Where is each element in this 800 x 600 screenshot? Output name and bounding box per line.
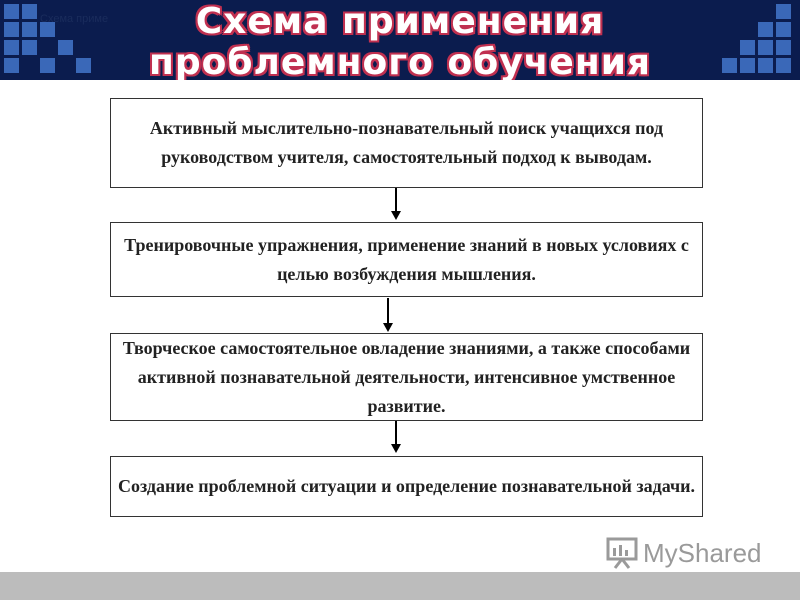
decorative-squares-right xyxy=(680,0,800,80)
presentation-board-icon xyxy=(606,537,638,569)
flow-arrow-1 xyxy=(391,188,401,220)
bottom-bar xyxy=(0,572,800,600)
flow-arrow-2 xyxy=(383,298,393,332)
flow-step-4: Создание проблемной ситуации и определен… xyxy=(110,456,703,517)
decorative-squares-left xyxy=(0,0,140,80)
page-title-line1: Схема применения xyxy=(195,1,605,42)
header-banner: Схема приме Схема применения проблемного… xyxy=(0,0,800,80)
watermark-logo: MyShared xyxy=(605,536,762,570)
header-caption: Схема приме xyxy=(40,13,109,25)
watermark-text: MyShared xyxy=(643,537,762,568)
flow-step-1: Активный мыслительно-познавательный поис… xyxy=(110,98,703,188)
flow-step-2: Тренировочные упражнения, применение зна… xyxy=(110,222,703,297)
page-title-line2: проблемного обучения xyxy=(148,42,652,81)
flow-arrow-3 xyxy=(391,421,401,453)
flow-step-3: Творческое самостоятельное овладение зна… xyxy=(110,333,703,421)
